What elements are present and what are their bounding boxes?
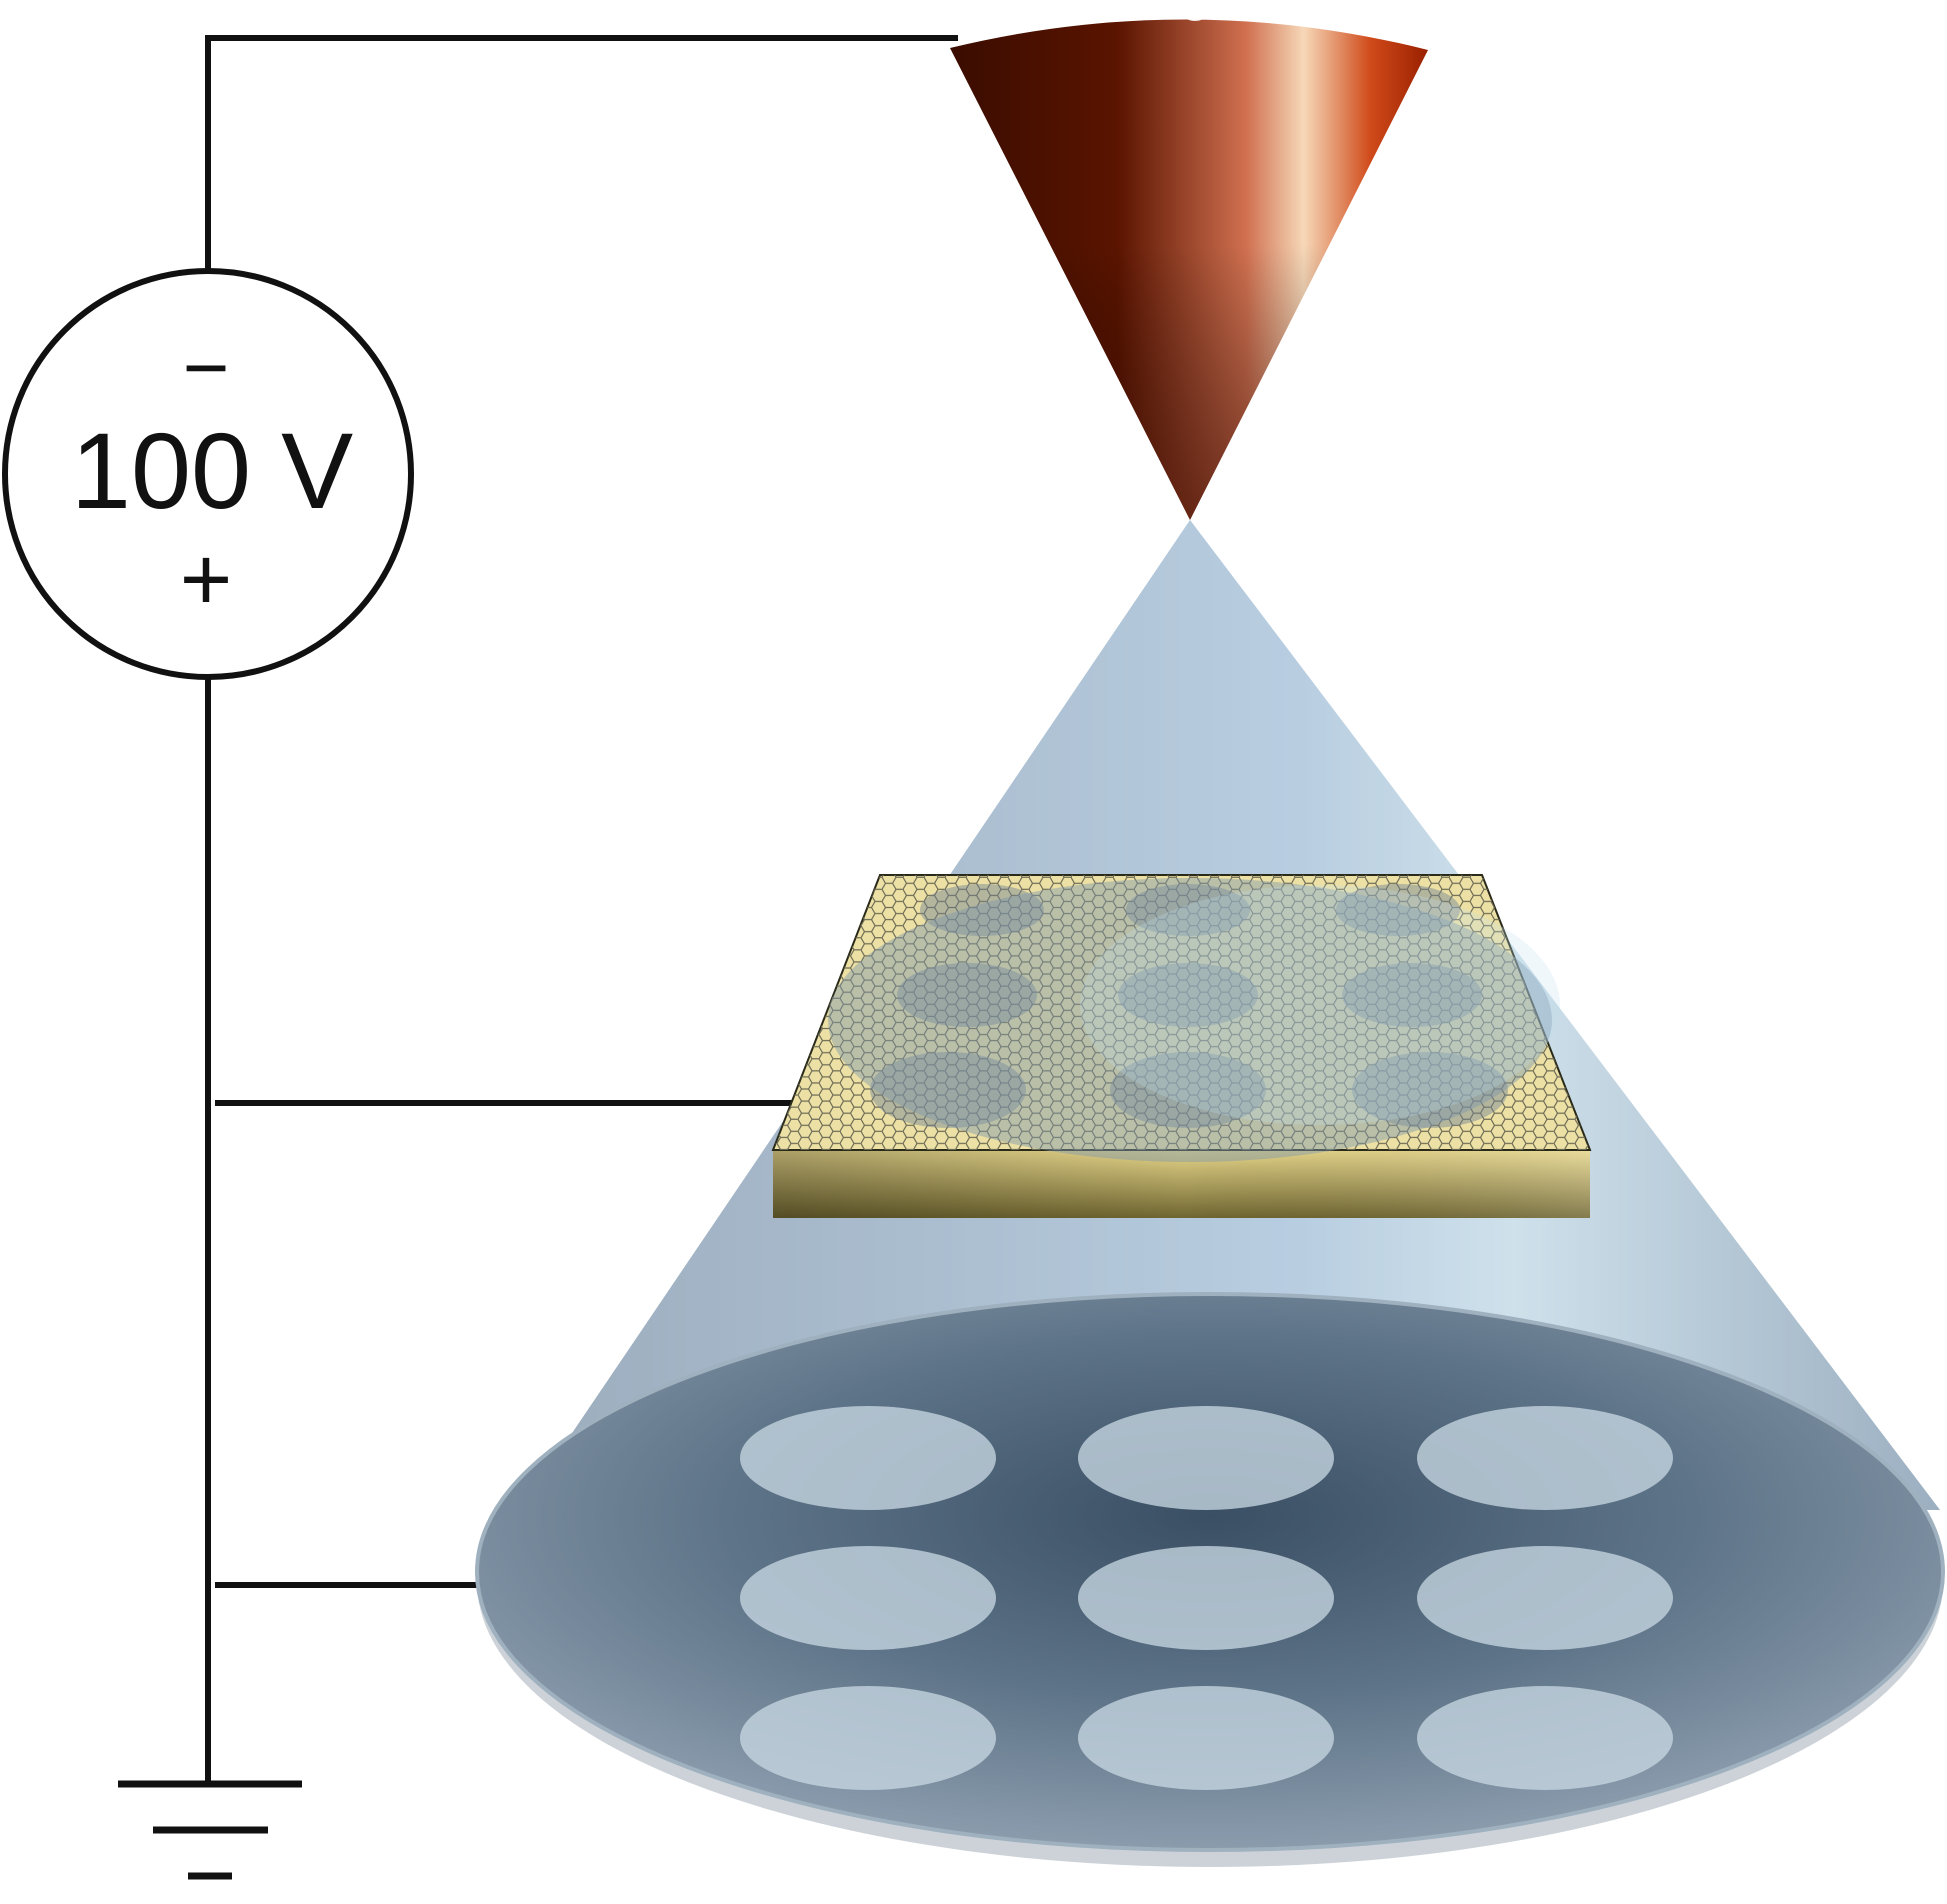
voltage-label: 100 V [71,410,353,531]
positive-terminal-label: + [180,530,233,630]
voltage-source: − 100 V + [2,268,414,680]
diffraction-spots [740,1406,1673,1790]
voltage-source-circle [2,268,414,680]
diffraction-spot [1078,1686,1334,1790]
negative-terminal-label: − [183,323,230,412]
wire-source-to-tip [205,35,958,269]
sample-hole [897,963,1037,1027]
diffraction-spot [1417,1686,1673,1790]
sample-hole [1118,963,1258,1027]
diffraction-spot [1078,1546,1334,1650]
sample-hole [870,1052,1026,1128]
sample-hole [1342,963,1482,1027]
sample-hole [920,884,1044,936]
diffraction-spot [740,1686,996,1790]
ground-symbol-icon [118,1780,302,1880]
emitter-tip-cone [950,11,1428,521]
graphene-membrane-sample [771,874,1592,1218]
sample-hole [1110,1052,1266,1128]
circuit-wires [205,35,958,1783]
diffraction-spot [1417,1406,1673,1510]
diffraction-spot [1417,1546,1673,1650]
sample-hole [1126,884,1250,936]
diffraction-spot [1078,1406,1334,1510]
diffraction-spot [740,1406,996,1510]
sample-hole [1352,1052,1508,1128]
sample-hole [1336,884,1460,936]
sample-holes [870,884,1508,1128]
detector-screen [475,1292,1945,1867]
diffraction-spot [740,1546,996,1650]
